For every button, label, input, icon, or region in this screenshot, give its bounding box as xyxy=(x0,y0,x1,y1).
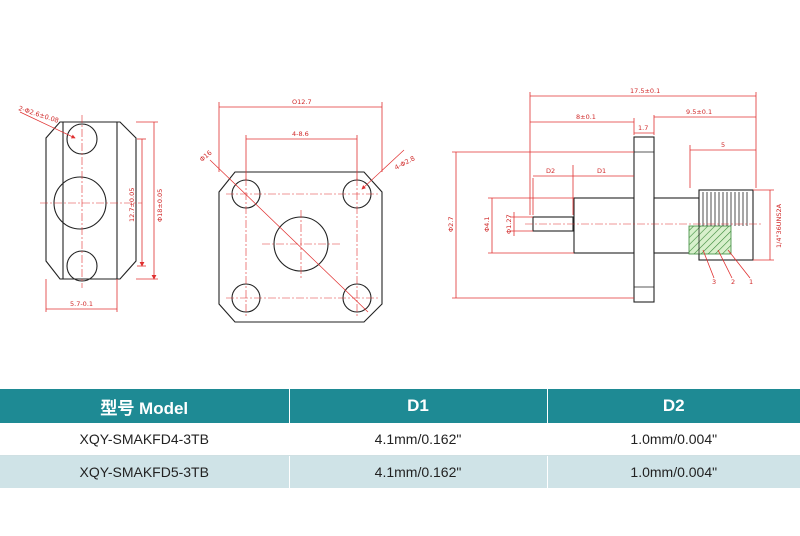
d1-label: D1 xyxy=(597,167,606,175)
header-d1: D1 xyxy=(289,389,548,423)
table-header-row: 型号 Model D1 D2 xyxy=(0,389,800,423)
header-model: 型号 Model xyxy=(0,389,290,423)
thread-length-dim: 5 xyxy=(721,141,725,149)
left-hole-dim: 2-Φ2.6±0.08 xyxy=(17,104,59,125)
header-d2: D2 xyxy=(547,389,800,423)
flange-thickness-dim: 1.7 xyxy=(638,124,648,132)
left-view: 2-Φ2.6±0.08 12.7±0.05 Φ18±0.05 5.7-0.1 xyxy=(17,104,164,312)
dia-1-27-dim: Φ1.27 xyxy=(505,214,513,234)
table-row: XQY-SMAKFD4-3TB 4.1mm/0.162" 1.0mm/0.004… xyxy=(0,423,800,456)
callout-3: 3 xyxy=(712,278,716,286)
d2-label: D2 xyxy=(546,167,555,175)
cell-d2: 1.0mm/0.004" xyxy=(547,455,800,488)
table-row: XQY-SMAKFD5-3TB 4.1mm/0.162" 1.0mm/0.004… xyxy=(0,455,800,488)
left-height-dim-2: Φ18±0.05 xyxy=(156,189,164,222)
cell-d1: 4.1mm/0.162" xyxy=(289,423,548,456)
cell-model: XQY-SMAKFD5-3TB xyxy=(0,455,290,488)
length-8-dim: 8±0.1 xyxy=(576,113,596,121)
front-spacing-dim: 4-8.6 xyxy=(292,130,309,138)
length-9-5-dim: 9.5±0.1 xyxy=(686,108,712,116)
cell-d1: 4.1mm/0.162" xyxy=(289,455,548,488)
cell-d2: 1.0mm/0.004" xyxy=(547,423,800,456)
thread-spec-dim: 1/4"36UNS2A xyxy=(775,203,783,248)
flange-dia-dim: Φ2.7 xyxy=(447,217,455,232)
left-height-dim-1: 12.7±0.05 xyxy=(128,188,136,222)
cell-model: XQY-SMAKFD4-3TB xyxy=(0,423,290,456)
callout-2: 2 xyxy=(731,278,735,286)
callout-1: 1 xyxy=(749,278,753,286)
technical-drawing: 2-Φ2.6±0.08 12.7±0.05 Φ18±0.05 5.7-0.1 Ο… xyxy=(17,87,783,323)
spec-table: 型号 Model D1 D2 XQY-SMAKFD4-3TB 4.1mm/0.1… xyxy=(0,389,800,488)
dia-4-1-dim: Φ4.1 xyxy=(483,217,491,232)
front-outer-dim: Ο12.7 xyxy=(292,98,312,106)
left-width-dim: 5.7-0.1 xyxy=(70,300,93,308)
front-view: Ο12.7 4-8.6 Φ16 4-Φ2.8 xyxy=(198,98,416,323)
overall-length-dim: 17.5±0.1 xyxy=(630,87,660,95)
side-view: 3 2 1 17.5±0.1 8±0.1 9.5±0.1 1.7 5 D2 D1 xyxy=(447,87,783,303)
